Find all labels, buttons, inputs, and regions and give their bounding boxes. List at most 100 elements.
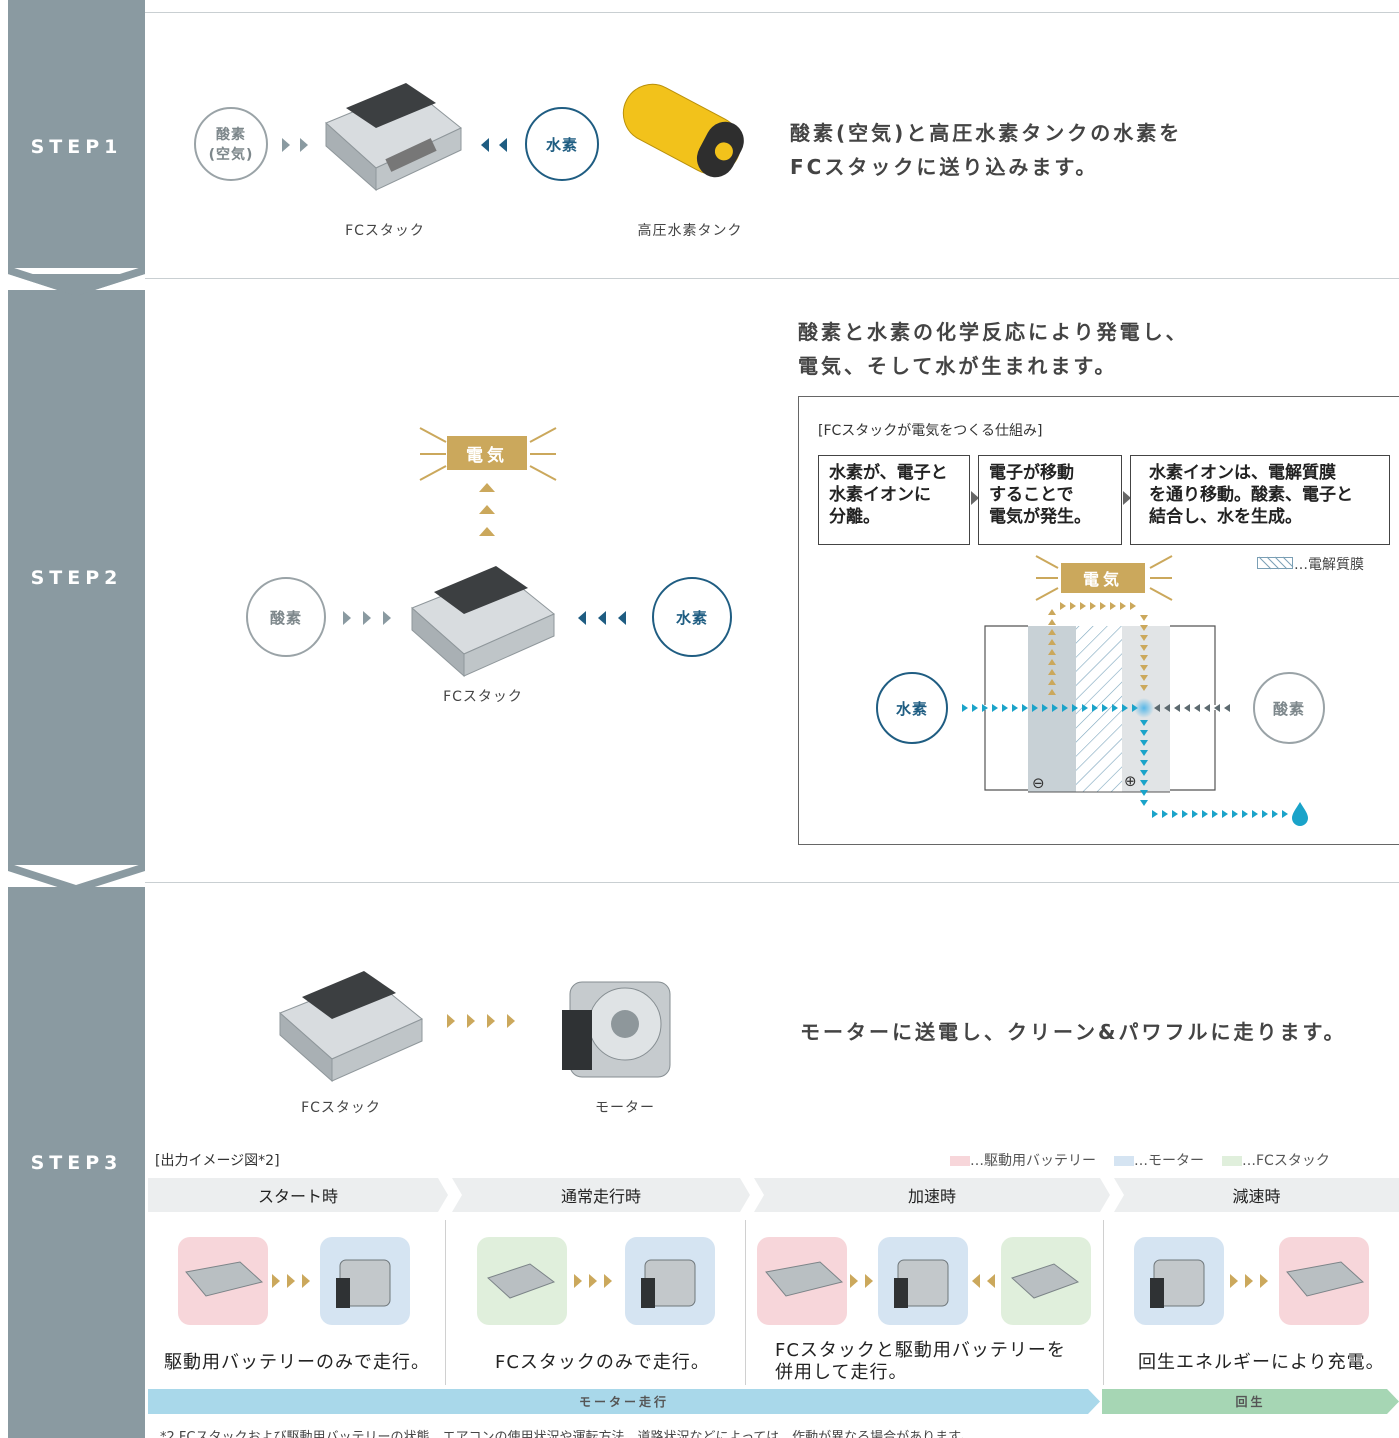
- divider: [145, 278, 1399, 279]
- mechanism-step-box: 電子が移動 することで 電気が発生。: [978, 455, 1122, 545]
- arrow-right-icon: [343, 611, 391, 625]
- legend: …駆動用バッテリー …モーター …FCスタック: [950, 1150, 1330, 1170]
- phase-header-decel: 減速時: [1114, 1178, 1399, 1212]
- divider: [1103, 1220, 1104, 1385]
- step2-headline: 酸素と水素の化学反応により発電し、 電気、そして水が生まれます。: [798, 315, 1189, 383]
- oxygen-label: 酸素: [269, 608, 302, 627]
- box-line: 水素イオンは、電解質膜: [1149, 463, 1336, 483]
- footnote: *2 FCスタックおよび駆動用バッテリーの状態、エアコンの使用状況や運転方法、道…: [160, 1430, 973, 1438]
- hydrogen-circle: 水素: [876, 672, 948, 744]
- hydrogen-label: 水素: [675, 608, 708, 627]
- phase-desc-accel: FCスタックと駆動用バッテリーを 併用して走行。: [775, 1340, 1066, 1384]
- headline-line: 酸素と水素の化学反応により発電し、: [798, 320, 1189, 344]
- oxygen-sub-label: (空気): [208, 147, 254, 163]
- membrane-legend: …電解質膜: [1294, 557, 1364, 573]
- arrow-right-icon: [971, 491, 979, 505]
- phase-desc-normal: FCスタックのみで走行。: [495, 1352, 710, 1373]
- fc-stack-caption: FCスタック: [301, 1100, 381, 1116]
- box-line: を通り移動。酸素、電子と: [1149, 485, 1353, 505]
- fc-stack-image: [411, 566, 555, 678]
- fc-stack-caption: FCスタック: [443, 689, 523, 705]
- phase-header-start: スタート時: [148, 1178, 448, 1212]
- electricity-label: 電気: [447, 436, 527, 470]
- chevron-down-icon: [8, 266, 145, 296]
- fc-tile: [1001, 1237, 1091, 1325]
- mechanism-step-box: 水素が、電子と 水素イオンに 分離。: [818, 455, 970, 545]
- headline-line: FCスタックに送り込みます。: [790, 155, 1099, 179]
- sidebar-step2: [8, 290, 145, 865]
- hydrogen-circle: 水素: [652, 577, 732, 657]
- cathode-sign: ⊕: [1124, 772, 1137, 790]
- step3-headline: モーターに送電し、クリーン&パワフルに走ります。: [800, 1020, 1347, 1044]
- sidebar-step3: [8, 887, 145, 1438]
- chevron-down-icon: [8, 863, 145, 893]
- step1-headline: 酸素(空気)と高圧水素タンクの水素を FCスタックに送り込みます。: [790, 116, 1182, 184]
- divider: [145, 12, 1399, 13]
- oxygen-circle: 酸素: [246, 577, 326, 657]
- motor-drive-bar: モーター走行: [148, 1389, 1100, 1414]
- step2-label: STEP2: [30, 567, 123, 589]
- hydrogen-circle: 水素: [525, 107, 599, 181]
- fc-stack-caption: FCスタック: [345, 223, 425, 239]
- step1-label: STEP1: [30, 136, 123, 158]
- motor-tile: [320, 1237, 410, 1325]
- legend-item-fc: …FCスタック: [1222, 1150, 1330, 1170]
- electricity-label: 電気: [1061, 563, 1145, 593]
- box-line: 結合し、水を生成。: [1149, 507, 1302, 527]
- box-line: 水素イオンに: [829, 485, 931, 505]
- legend-label: …駆動用バッテリー: [970, 1153, 1096, 1169]
- oxygen-label: 酸素: [216, 127, 246, 143]
- oxygen-label: 酸素: [1272, 699, 1305, 718]
- battery-tile: [178, 1237, 268, 1325]
- phase-desc-decel: 回生エネルギーにより充電。: [1138, 1352, 1385, 1373]
- headline-line: 電気、そして水が生まれます。: [798, 354, 1118, 378]
- hydrogen-tank-image: [622, 83, 744, 178]
- motor-caption: モーター: [595, 1100, 655, 1116]
- legend-swatch: [1222, 1156, 1242, 1166]
- arrow-right-icon: [1230, 1274, 1268, 1288]
- legend-swatch: [1114, 1156, 1134, 1166]
- motor-image: [562, 981, 671, 1078]
- step3-label: STEP3: [30, 1152, 123, 1174]
- phase-header-normal: 通常走行時: [452, 1178, 750, 1212]
- output-title: [出力イメージ図*2]: [155, 1153, 280, 1169]
- legend-label: …モーター: [1134, 1153, 1204, 1169]
- motor-tile: [625, 1237, 715, 1325]
- legend-item-battery: …駆動用バッテリー: [950, 1150, 1096, 1170]
- box-line: 水素が、電子と: [829, 463, 948, 483]
- box-line: 分離。: [829, 507, 880, 527]
- arrow-left-icon: [972, 1274, 995, 1288]
- mechanism-title: [FCスタックが電気をつくる仕組み]: [818, 423, 1043, 439]
- phase-desc-start: 駆動用バッテリーのみで走行。: [164, 1352, 430, 1373]
- mechanism-step-box: 水素イオンは、電解質膜 を通り移動。酸素、電子と 結合し、水を生成。: [1130, 455, 1390, 545]
- battery-tile: [1279, 1237, 1369, 1325]
- tank-caption: 高圧水素タンク: [637, 223, 743, 239]
- headline-line: 酸素(空気)と高圧水素タンクの水素を: [790, 121, 1183, 145]
- arrow-right-icon: [574, 1274, 612, 1288]
- electricity-rays-icon: [1035, 555, 1173, 601]
- box-line: することで: [989, 485, 1074, 505]
- arrow-right-icon: [447, 1014, 515, 1028]
- sidebar-step1: [8, 0, 145, 268]
- electricity-rays-icon: [419, 427, 557, 481]
- desc-line: FCスタックと駆動用バッテリーを: [775, 1340, 1066, 1361]
- arrow-right-icon: [1123, 491, 1131, 505]
- legend-swatch: [950, 1156, 970, 1166]
- fuel-cell-diagram: [962, 602, 1308, 826]
- arrow-up-icon: [479, 483, 495, 536]
- oxygen-circle: 酸素: [1253, 672, 1325, 744]
- phase-header-accel: 加速時: [754, 1178, 1110, 1212]
- box-line: 電子が移動: [989, 463, 1074, 483]
- regen-bar: 回生: [1102, 1389, 1399, 1414]
- legend-item-motor: …モーター: [1114, 1150, 1204, 1170]
- battery-tile: [757, 1237, 847, 1325]
- hydrogen-label: 水素: [895, 699, 928, 718]
- divider: [445, 1220, 446, 1385]
- fc-stack-image: [279, 971, 423, 1083]
- hatch-legend-icon: [1257, 556, 1294, 570]
- fc-stack-image: [325, 83, 462, 192]
- arrow-right-icon: [272, 1274, 310, 1288]
- hydrogen-label: 水素: [545, 135, 578, 154]
- motor-tile: [878, 1237, 968, 1325]
- desc-line: 併用して走行。: [775, 1362, 908, 1383]
